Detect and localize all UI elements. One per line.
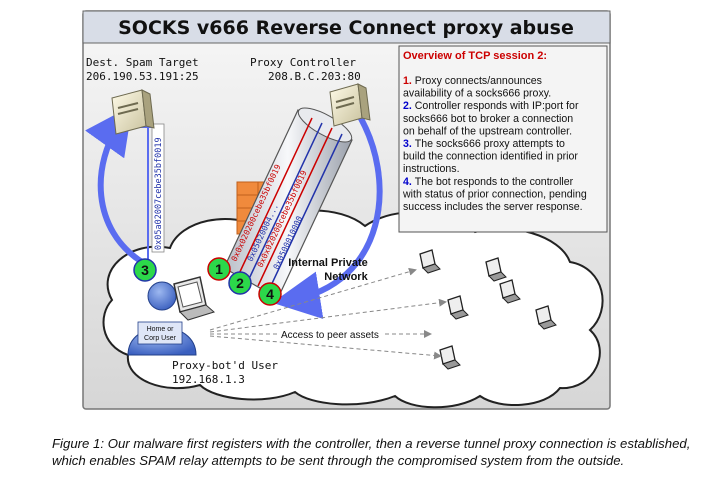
- access-label: Access to peer assets: [281, 330, 379, 341]
- user-ip: 192.168.1.3: [172, 373, 245, 386]
- title-bar: [82, 10, 611, 44]
- svg-text:2: 2: [236, 275, 244, 291]
- overview-step-2-line-3: on behalf of the upstream controller.: [403, 125, 572, 137]
- home-user-icon: Home or Corp User: [127, 281, 197, 356]
- overview-heading: Overview of TCP session 2:: [403, 50, 547, 62]
- overview-step-3-line-2: build the connection identified in prior: [403, 151, 578, 163]
- network-label-line2: Network: [324, 271, 368, 283]
- overview-step-2-line-1: 2. Controller responds with IP:port for: [403, 100, 579, 112]
- overview-box: Overview of TCP session 2: 1. Proxy conn…: [398, 45, 608, 233]
- peer-laptop-icon: [447, 295, 469, 320]
- controller-ip: 208.B.C.203:80: [268, 70, 361, 83]
- arrow-controller-to-bot: [272, 108, 383, 319]
- overview-step-1-line-2: availability of a socks666 proxy.: [403, 88, 551, 100]
- step-badge-2: 2: [228, 271, 252, 295]
- overview-step-4-line-2: with status of prior connection, pending: [402, 188, 587, 200]
- step-badge-4: 4: [258, 282, 282, 306]
- overview-step-1-line-1: 1. Proxy connects/announces: [403, 75, 542, 87]
- svg-text:4: 4: [266, 286, 274, 302]
- access-arrows: [209, 267, 447, 360]
- home-user-label-1: Home or: [147, 326, 175, 333]
- dest-label: Dest. Spam Target: [86, 56, 199, 69]
- controller-label: Proxy Controller: [250, 56, 356, 69]
- arrow-to-spam-target: [85, 105, 144, 265]
- overview-step-4-line-1: 4. The bot responds to the controller: [403, 176, 574, 188]
- bot-laptop-icon: [173, 276, 216, 321]
- user-label: Proxy-bot'd User: [172, 359, 278, 372]
- proxy-controller-server-icon: [329, 83, 371, 127]
- svg-text:3: 3: [141, 262, 149, 278]
- home-user-label-2: Corp User: [144, 335, 177, 342]
- peer-laptop-icon: [419, 249, 441, 274]
- step-badge-1: 1: [207, 257, 231, 281]
- peer-laptop-icon: [439, 345, 461, 370]
- dest-ip: 206.190.53.191:25: [86, 70, 199, 83]
- vertical-connection-label: 0x05a02007cebe35bf0019: [154, 137, 164, 250]
- overview-step-4-line-3: success includes the server response.: [403, 201, 583, 213]
- peer-laptop-icon: [499, 279, 521, 304]
- overview-step-3-line-3: instructions.: [403, 163, 460, 175]
- spam-target-server-icon: [111, 89, 155, 135]
- overview-step-3-line-1: 3. The socks666 proxy attempts to: [403, 138, 565, 150]
- overview-step-2-line-2: socks666 bot to broker a connection: [403, 113, 573, 125]
- network-label-line1: Internal Private: [288, 257, 367, 269]
- step-badge-3: 3: [133, 258, 157, 282]
- diagram-title: SOCKS v666 Reverse Connect proxy abuse: [118, 17, 574, 39]
- peer-laptop-icon: [485, 257, 507, 282]
- peer-laptop-icon: [535, 305, 557, 330]
- svg-text:1: 1: [215, 261, 223, 277]
- figure-caption: Figure 1: Our malware first registers wi…: [52, 436, 691, 468]
